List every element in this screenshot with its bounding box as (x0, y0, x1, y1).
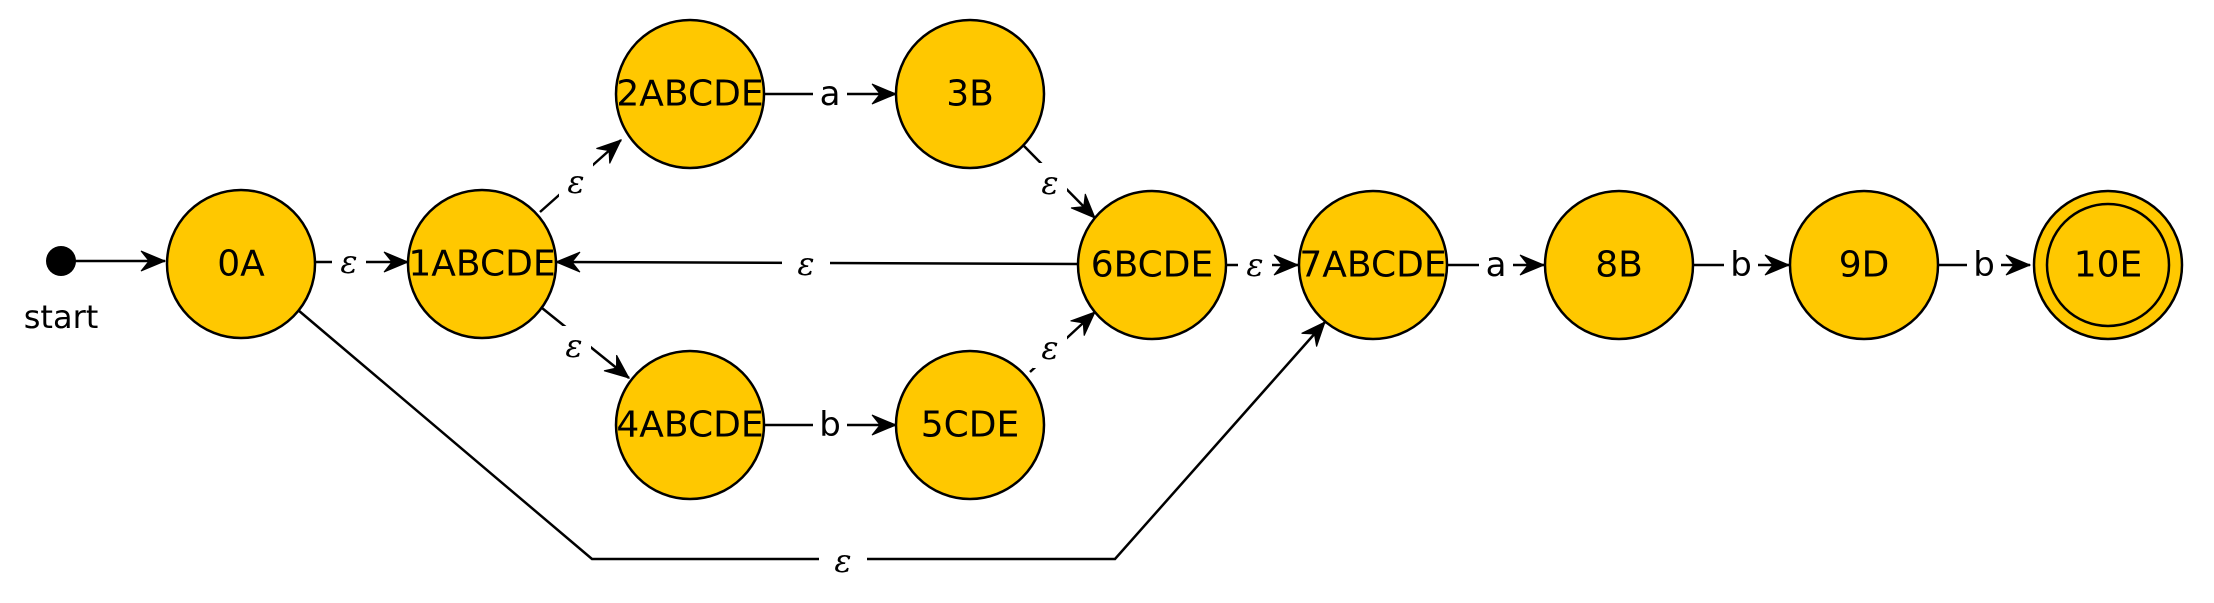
arrowhead (1070, 193, 1096, 219)
label-background (819, 541, 867, 581)
label-background (1033, 328, 1067, 368)
transition-label: b (819, 405, 841, 445)
transition-line (297, 309, 1326, 561)
state-s5: 5CDE (894, 349, 1046, 501)
state-s10: 10E (2032, 189, 2184, 341)
label-background (1724, 245, 1758, 285)
arrowhead (1764, 254, 1791, 276)
label-background (1033, 163, 1067, 203)
state-label: 0A (217, 244, 265, 285)
transition-label: ε (340, 243, 357, 281)
transition-s7-s8: a (1448, 245, 1546, 285)
transition-label: b (1730, 245, 1752, 285)
label-background (813, 405, 847, 445)
transition-s0-s1: ε (313, 242, 410, 282)
start-marker: start (24, 246, 99, 336)
transition-s4-s5: b (765, 405, 898, 445)
transition-s5-s6: ε (1029, 311, 1096, 373)
transition-label: ε (567, 163, 584, 201)
label-background (332, 242, 366, 282)
state-s9: 9D (1788, 189, 1940, 341)
transition-label: a (1486, 245, 1507, 285)
transition-s0-s7: ε (297, 309, 1326, 581)
label-background (1238, 245, 1272, 285)
state-label: 9D (1839, 245, 1890, 286)
arrowhead (871, 414, 898, 436)
arrowhead (554, 251, 581, 273)
state-label: 8B (1595, 245, 1643, 286)
state-circle (894, 349, 1046, 501)
transition-label: ε (1246, 246, 1263, 284)
transition-s3-s6: ε (1023, 145, 1096, 219)
label-background (1967, 245, 2001, 285)
state-s4: 4ABCDE (614, 349, 766, 501)
state-label: 4ABCDE (616, 405, 763, 446)
label-background (813, 74, 847, 114)
transition-s2-s3: a (765, 74, 898, 114)
label-background (559, 162, 593, 202)
state-circle (1297, 189, 1449, 341)
transition-s1-s2: ε (539, 139, 622, 213)
state-circle (1788, 189, 1940, 341)
state-s7: 7ABCDE (1297, 189, 1449, 341)
state-label: 5CDE (921, 405, 1020, 446)
label-background (557, 326, 591, 366)
transition-s8-s9: b (1693, 245, 1791, 285)
arrowhead (2005, 254, 2032, 276)
transitions: ε ε ε a b ε ε ε ε ε a b b (75, 74, 2032, 581)
transition-start-s0 (75, 250, 167, 272)
state-label: 3B (946, 74, 994, 115)
accepting-ring (2045, 202, 2171, 328)
state-s8: 8B (1543, 189, 1695, 341)
transition-s9-s10: b (1938, 245, 2032, 285)
arrowhead (383, 251, 410, 273)
state-label: 7ABCDE (1299, 245, 1446, 286)
arrowhead (1070, 311, 1096, 336)
transition-label: ε (1041, 329, 1058, 367)
state-s3: 3B (894, 18, 1046, 170)
state-label: 1ABCDE (408, 244, 555, 285)
transition-label: ε (1041, 164, 1058, 202)
state-circle (165, 188, 317, 340)
arrowhead (140, 250, 167, 272)
start-label: start (24, 298, 99, 336)
state-label: 10E (2074, 245, 2143, 286)
transition-s6-s1: ε (554, 244, 1079, 284)
transition-s1-s4: ε (541, 307, 631, 379)
state-circle (894, 18, 1046, 170)
states: 0A 1ABCDE 2ABCDE 3B 4ABCDE 5CDE 6BCDE 7ABCDE 8B 9… (165, 18, 2184, 501)
transition-s6-s7: ε (1225, 245, 1300, 285)
transition-label: ε (834, 542, 851, 580)
arrowhead (596, 139, 622, 164)
state-s1: 1ABCDE (406, 188, 558, 340)
state-label: 6BCDE (1091, 245, 1214, 286)
label-background (1479, 245, 1513, 285)
state-circle (614, 349, 766, 501)
state-circle (1076, 189, 1228, 341)
state-s2: 2ABCDE (614, 18, 766, 170)
state-s0: 0A (165, 188, 317, 340)
transition-label: ε (565, 327, 582, 365)
transition-label: ε (797, 245, 814, 283)
arrowhead (1519, 254, 1546, 276)
arrowhead (1273, 254, 1300, 276)
transition-label: b (1973, 245, 1995, 285)
state-circle (614, 18, 766, 170)
transition-label: a (820, 74, 841, 114)
arrowhead (603, 354, 631, 379)
state-circle (1543, 189, 1695, 341)
state-label: 2ABCDE (616, 74, 763, 115)
label-background (782, 244, 830, 284)
start-dot (46, 246, 76, 276)
arrowhead (1301, 321, 1326, 347)
arrowhead (871, 83, 898, 105)
state-circle (406, 188, 558, 340)
state-s6: 6BCDE (1076, 189, 1228, 341)
